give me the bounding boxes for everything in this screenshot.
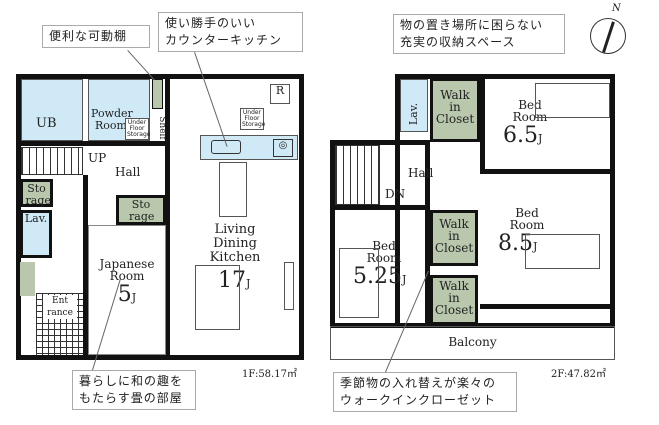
wall [165, 74, 170, 360]
callout-closet: 季節物の入れ替えが楽々の ウォークインクローゼット [333, 372, 517, 412]
up-label: UP [88, 151, 107, 165]
japanese-room: Japanese Room 5J [88, 225, 166, 355]
stove-icon: ◎ [273, 139, 293, 157]
dining-table [219, 162, 247, 217]
callout-japanese: 暮らしに和の趣を もたらす畳の部屋 [72, 370, 196, 410]
sink-icon [211, 140, 241, 154]
storage-japanese: Sto rage [116, 195, 166, 225]
lavatory-1f: Lav. [20, 210, 52, 258]
walk-in-closet-1: Walk in Closet [430, 78, 480, 142]
ldk-size: 17J [218, 268, 251, 293]
dn-label: DN [385, 187, 406, 201]
kitchen-counter: ◎ [200, 135, 298, 160]
storage-small [152, 79, 163, 109]
bedroom-8-5: Bed Room 8.5J [480, 179, 610, 309]
hall-label: Hall [115, 165, 141, 179]
bed [339, 248, 379, 318]
stairs-down [335, 145, 380, 205]
bed [525, 234, 600, 269]
lavatory-2f: Lav. [400, 79, 428, 132]
compass-north-label: N [612, 3, 621, 14]
floor2-area: 2F:47.82㎡ [551, 369, 606, 380]
callout-storage: 物の置き場所に困らない 充実の収納スペース [393, 14, 565, 54]
ldk-label: Living Dining Kitchen [209, 222, 261, 265]
sofa [195, 265, 240, 330]
floor1-outline [16, 74, 304, 360]
unit-bath: UB [21, 79, 83, 141]
under-floor-storage-kitchen: Under Floor Storage [240, 108, 266, 130]
storage-left: Sto rage [20, 179, 53, 207]
compass-icon [590, 18, 626, 54]
walk-in-closet-2: Walk in Closet [430, 210, 478, 266]
balcony: Balcony [330, 326, 615, 360]
bedroom-6-5: Bed Room 6.5J [480, 79, 610, 174]
bedroom-5-25: Bed Room 5.25J [335, 210, 427, 323]
floor2-outline [395, 74, 615, 328]
bed [535, 83, 610, 118]
powder-room: Powder Room Under Floor Storage [88, 79, 150, 141]
fridge: R [270, 84, 290, 104]
wall [330, 205, 430, 210]
under-floor-storage-powder: Under Floor Storage [125, 118, 151, 140]
tv-board [284, 262, 294, 310]
wall [16, 141, 166, 146]
callout-shelf: 便利な可動棚 [42, 25, 150, 48]
walk-in-closet-3: Walk in Closet [430, 275, 478, 325]
callout-kitchen: 使い勝手のいい カウンターキッチン [158, 12, 303, 52]
entrance: Ent rance [36, 293, 84, 355]
shoe-storage [20, 262, 35, 296]
wall [83, 175, 88, 360]
floor2-left-outline [330, 140, 430, 328]
floor1-area: 1F:58.17㎡ [242, 369, 297, 380]
stairs-up [21, 147, 83, 175]
hall-2f-label: Hall [408, 166, 434, 180]
